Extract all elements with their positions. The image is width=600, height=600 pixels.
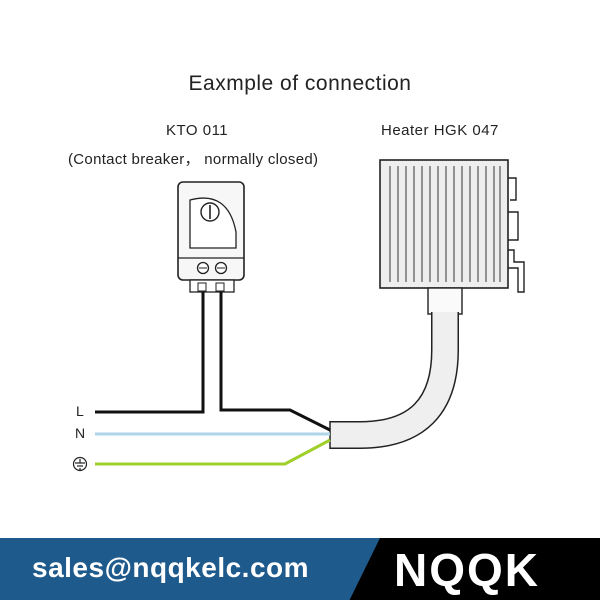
diagram-title: Eaxmple of connection	[188, 72, 412, 95]
live-wire-label: L	[76, 403, 84, 419]
heater-fins	[389, 166, 501, 282]
heater-model-label: Heater HGK 047	[381, 122, 499, 139]
thermostat-device	[177, 181, 245, 293]
live-wire-return	[219, 292, 331, 432]
neutral-wire-label: N	[75, 425, 86, 441]
kto-model-label: KTO 011	[166, 122, 229, 139]
earth-wire	[95, 438, 331, 466]
brand-logo: NQQK	[394, 544, 540, 596]
kto-description-label: (Contact breaker， normally closed)	[68, 151, 319, 168]
footer-blue-panel: sales@nqqkelc.com	[0, 538, 380, 600]
live-wire	[95, 292, 205, 414]
heater-device	[379, 159, 525, 315]
footer-banner: sales@nqqkelc.com NQQK	[0, 538, 600, 600]
earth-ground-icon	[72, 456, 88, 472]
contact-email[interactable]: sales@nqqkelc.com	[32, 552, 310, 583]
